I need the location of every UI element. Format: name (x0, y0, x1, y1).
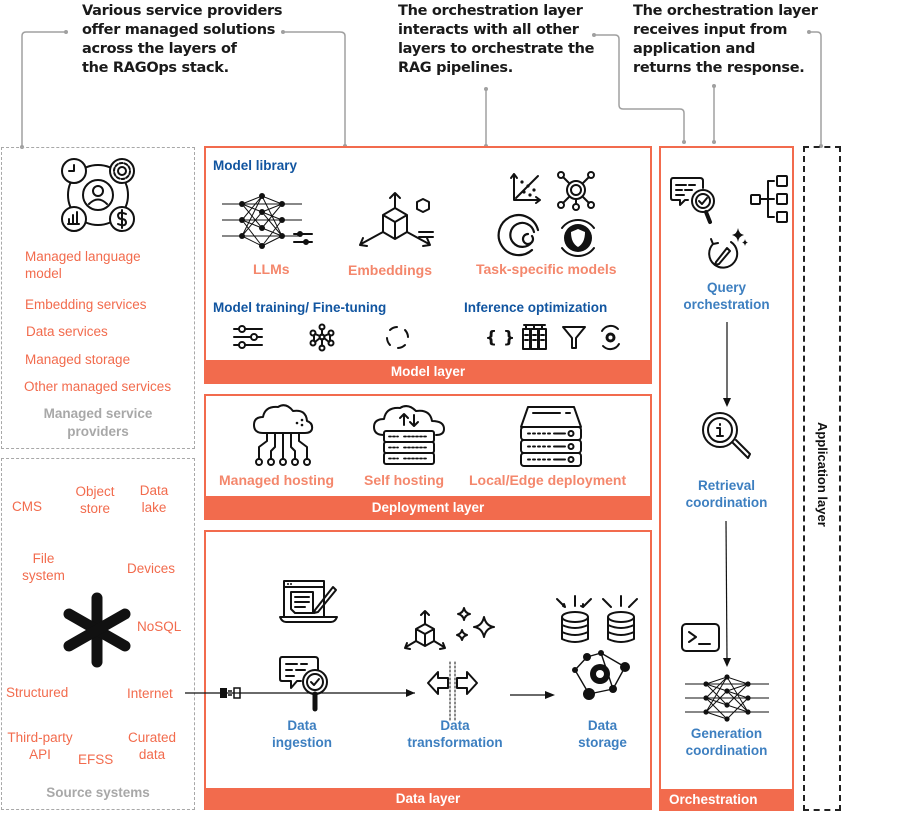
model-layer-band: Model layer (205, 360, 651, 384)
managed-item-data-services: Data services (26, 324, 108, 339)
source-efss: EFSS (78, 752, 114, 767)
gear-cycle-icon (601, 324, 620, 351)
neural-network-icon (222, 193, 313, 249)
self-hosting-label: Self hosting (364, 472, 445, 488)
generation-coordination-label: Generation coordination (685, 726, 768, 758)
document-edit-icon (279, 580, 338, 623)
source-structured: Structured (6, 685, 69, 700)
transform-arrows-icon (404, 607, 495, 723)
connector-left (21, 31, 66, 147)
llms-label: LLMs (253, 261, 290, 277)
source-object-store: Object store (75, 484, 115, 516)
managed-item-other: Other managed services (24, 379, 172, 394)
inference-optimization-heading: Inference optimization (464, 300, 608, 315)
callout-managed-providers: Various service providers offer managed … (82, 3, 283, 76)
info-search-icon (702, 412, 751, 459)
source-file-system: File system (22, 551, 65, 583)
local-edge-deployment-label: Local/Edge deployment (469, 472, 627, 488)
magic-pen-icon (708, 228, 748, 269)
managed-item-managed-storage: Managed storage (25, 352, 131, 367)
cloud-network-icon (253, 404, 314, 466)
asterisk-icon (63, 592, 131, 668)
source-third-party-api: Third-party API (7, 730, 73, 762)
data-layer-band: Data layer (205, 788, 651, 810)
source-data-lake: Data lake (139, 483, 169, 515)
connector-orchestration (594, 34, 685, 142)
server-rack-icon (520, 406, 582, 467)
arrow-to-transformation-head (406, 689, 415, 697)
data-transformation-label: Data transformation (407, 718, 503, 750)
database-icon (556, 595, 638, 700)
svg-text:{ }: { } (485, 328, 515, 348)
funnel-icon (562, 326, 586, 349)
managed-services-hub-icon (61, 158, 135, 232)
3d-cube-axes-icon (359, 192, 434, 247)
managed-service-providers-title: Managed service providers (43, 406, 153, 439)
source-cms: CMS (12, 499, 42, 514)
application-layer-label: Application layer (815, 422, 830, 527)
hierarchy-tree-icon (750, 175, 788, 223)
managed-item-embedding-services: Embedding services (25, 297, 147, 312)
source-devices: Devices (127, 561, 176, 576)
callout-orchestration-interacts: The orchestration layer interacts with a… (398, 3, 595, 76)
data-storage-label: Data storage (578, 718, 627, 750)
curly-braces-icon: { } (485, 328, 515, 348)
terminal-icon (681, 623, 720, 652)
task-specific-models-label: Task-specific models (476, 261, 617, 277)
orchestration-band: Orchestration (660, 789, 793, 811)
connector-application (809, 31, 822, 146)
callout-orchestration-io: The orchestration layer receives input f… (633, 3, 818, 76)
application-layer-panel (803, 146, 841, 811)
generation-network-icon (685, 674, 769, 722)
task-models-icon (497, 171, 595, 257)
connector-model-layer (283, 31, 346, 146)
source-systems-panel (1, 458, 195, 810)
model-library-heading: Model library (213, 158, 298, 173)
source-nosql: NoSQL (137, 619, 182, 634)
cloud-server-icon (373, 405, 445, 465)
refresh-cycle-icon (386, 326, 409, 349)
source-systems-title: Source systems (46, 785, 150, 800)
sliders-icon (233, 325, 263, 349)
managed-service-providers-panel (1, 147, 195, 449)
managed-hosting-label: Managed hosting (219, 472, 335, 488)
source-curated-data: Curated data (127, 730, 177, 762)
query-orchestration-label: Query orchestration (683, 280, 770, 312)
gpu-cluster-icon (522, 324, 547, 350)
retrieval-coordination-label: Retrieval coordination (685, 478, 768, 510)
plug-icon (220, 687, 241, 699)
chat-search-check-icon (279, 656, 328, 712)
source-internet: Internet (127, 686, 173, 701)
embeddings-label: Embeddings (348, 262, 433, 278)
model-training-heading: Model training/ Fine-tuning (213, 300, 387, 315)
network-node-icon (309, 323, 335, 352)
managed-item-language-model: Managed language model (25, 249, 141, 281)
data-ingestion-label: Data ingestion (272, 718, 332, 750)
query-search-icon (670, 177, 715, 224)
deployment-layer-band: Deployment layer (205, 496, 651, 520)
